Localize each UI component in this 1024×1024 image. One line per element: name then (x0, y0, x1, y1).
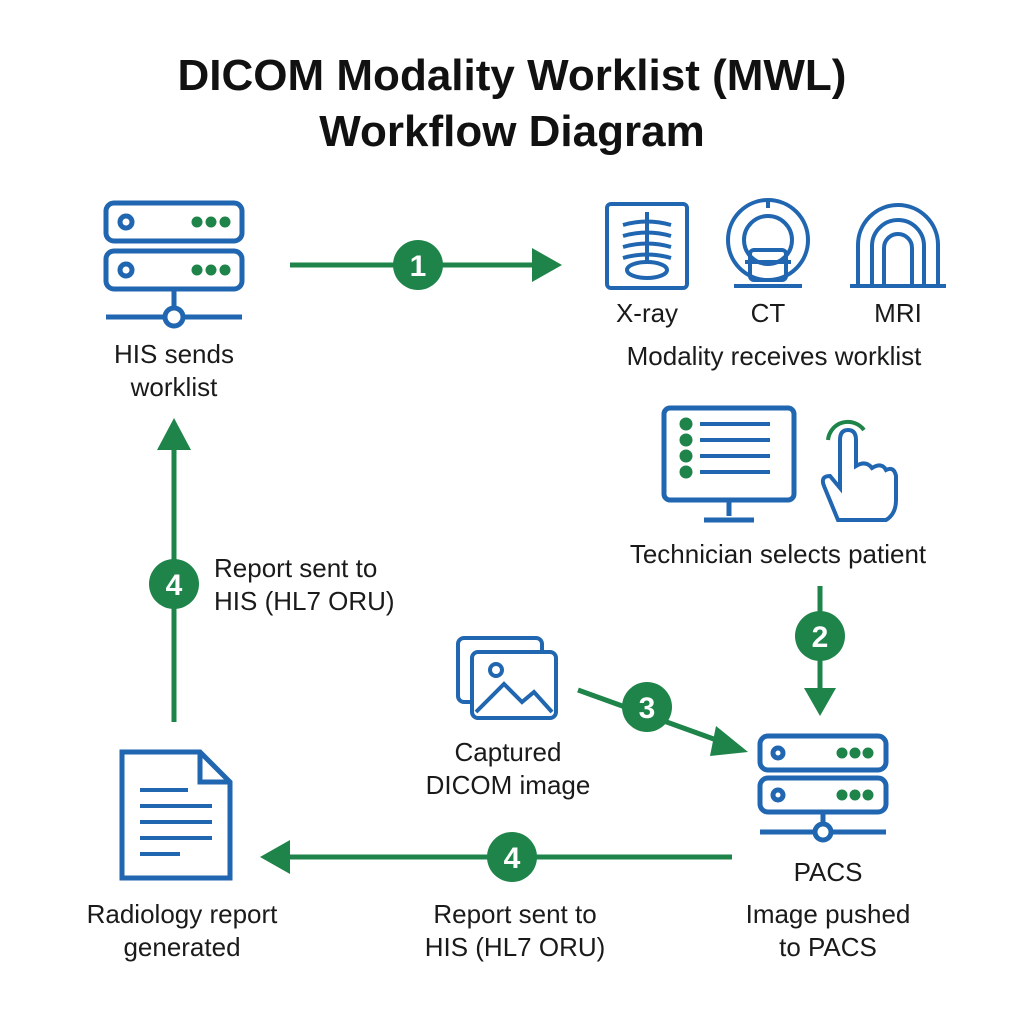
his-server-icon (103, 200, 245, 329)
title-line-2: Workflow Diagram (319, 107, 705, 156)
step-4-bottom-badge (487, 832, 537, 882)
arrow-step-3: 3 (577, 682, 748, 756)
document-icon (119, 749, 233, 881)
step-4-bottom-number: 4 (504, 842, 521, 875)
arrow-step-1: 1 (290, 240, 562, 290)
step-4-bottom-label: Report sent to HIS (HL7 ORU) (424, 899, 606, 962)
pacs-label: Image pushed to PACS (745, 899, 911, 962)
his-label: HIS sends worklist (114, 339, 234, 402)
step-3-number: 3 (639, 692, 656, 725)
title-line-1: DICOM Modality Worklist (MWL) (177, 51, 847, 100)
step-1-number: 1 (410, 250, 427, 283)
capture-label: Captured DICOM image (425, 737, 591, 800)
modality-caption: Modality receives worklist (626, 341, 922, 371)
pacs-title: PACS (793, 857, 863, 887)
arrow-step-4-left: 4 (149, 418, 199, 722)
hand-pointer-icon (820, 419, 898, 522)
step-4-left-label: Report sent to HIS (HL7 ORU) (214, 553, 395, 616)
ct-scanner-icon (726, 198, 810, 288)
xray-icon (605, 202, 689, 290)
pacs-server-icon (757, 733, 889, 843)
report-label: Radiology report generated (86, 899, 278, 962)
step-1-badge (393, 240, 443, 290)
mri-scanner-icon (850, 203, 946, 288)
step-4-left-number: 4 (166, 569, 183, 602)
ct-label: CT (750, 298, 786, 328)
step-3-badge (622, 682, 672, 732)
arrow-step-4-bottom: 4 (260, 832, 732, 882)
page-title: DICOM Modality Worklist (MWL) Workflow D… (0, 48, 1024, 160)
monitor-list-icon (661, 405, 797, 523)
xray-label: X-ray (615, 298, 679, 328)
image-icon (456, 636, 558, 720)
arrow-step-2: 2 (795, 586, 845, 716)
step-2-number: 2 (812, 621, 829, 654)
step-2-badge (795, 611, 845, 661)
mri-label: MRI (874, 298, 922, 328)
step-4-left-badge (149, 559, 199, 609)
technician-caption: Technician selects patient (629, 539, 927, 569)
